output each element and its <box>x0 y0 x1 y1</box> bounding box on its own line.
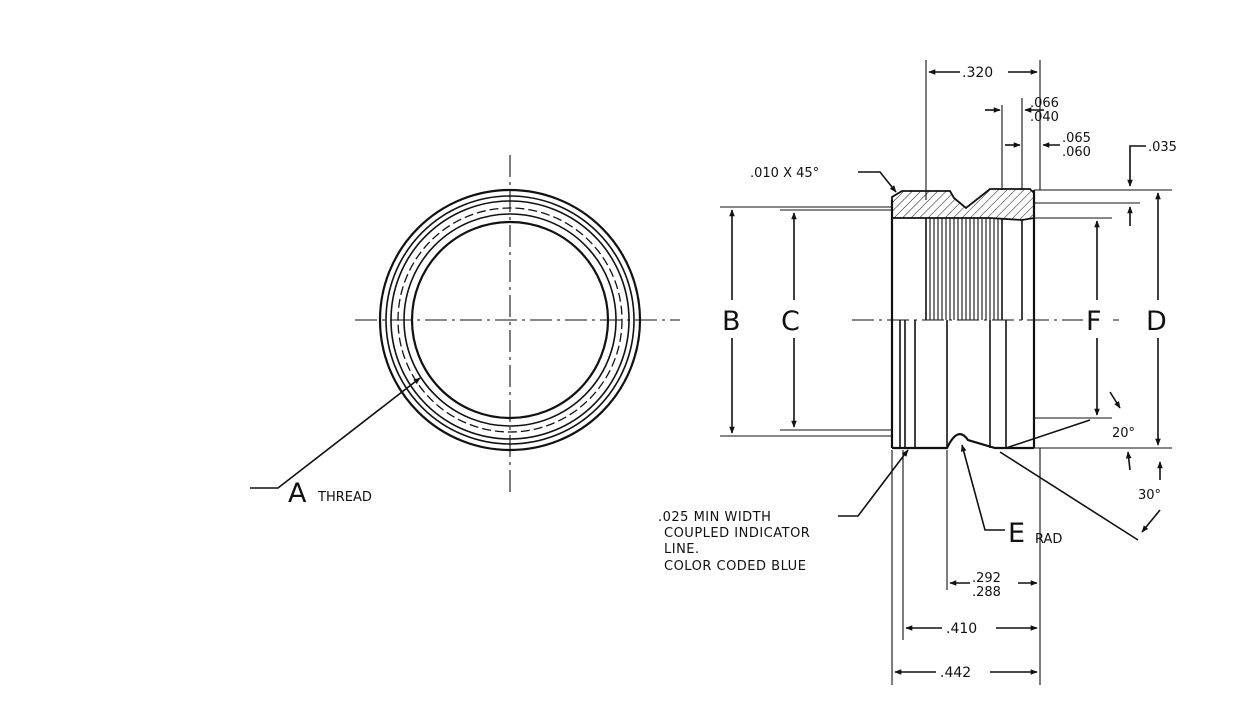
dim-040: .040 <box>1030 110 1059 125</box>
dim-leader-035 <box>1127 145 1146 187</box>
label-b: B <box>722 306 741 337</box>
chamfer-leader <box>858 171 897 193</box>
label-c: C <box>781 306 800 337</box>
angle-20-leader <box>1005 419 1091 449</box>
side-view: B C F D .320 .066 .040 .065 .060 .035 .0 <box>718 60 1177 685</box>
label-rad: RAD <box>1035 532 1062 547</box>
thread-dashed-circle <box>397 207 623 433</box>
note-line-2: COUPLED INDICATOR <box>664 526 810 541</box>
label-thread: THREAD <box>317 490 372 505</box>
angle-20: 20° <box>1112 426 1135 441</box>
outer-ring-circle <box>378 188 642 452</box>
upper-wall-hatched-section <box>891 188 1035 221</box>
note-line-1: .025 MIN WIDTH <box>658 510 771 525</box>
dim-320: .320 <box>962 65 993 81</box>
end-view: A THREAD <box>250 155 680 509</box>
e-rad-leader <box>960 444 1005 531</box>
ring-circle-5 <box>403 213 617 427</box>
note-line-4: COLOR CODED BLUE <box>664 559 806 574</box>
label-e: E <box>1008 518 1025 549</box>
dim-442: .442 <box>940 665 971 681</box>
note-leader <box>838 449 909 517</box>
lower-profile-outline <box>892 433 1034 450</box>
thread-leader-line <box>250 377 421 489</box>
label-f: F <box>1086 306 1102 337</box>
angle-30-leader <box>999 451 1139 541</box>
dim-288: .288 <box>972 585 1001 600</box>
angle-30: 30° <box>1138 488 1161 503</box>
inner-bore-circle <box>410 220 610 420</box>
thread-texture <box>929 218 999 320</box>
ring-circle-3 <box>390 200 630 440</box>
indicator-note: .025 MIN WIDTH COUPLED INDICATOR LINE. C… <box>658 510 810 574</box>
dim-chamfer: .010 X 45° <box>750 166 819 181</box>
dim-035: .035 <box>1148 140 1177 155</box>
dim-292: .292 <box>972 571 1001 586</box>
label-a: A <box>288 478 307 509</box>
note-line-3: LINE. <box>664 542 700 557</box>
label-d: D <box>1146 306 1167 337</box>
dim-410: .410 <box>946 621 977 637</box>
ring-circle-2 <box>385 195 635 445</box>
dim-065: .065 <box>1062 131 1091 146</box>
dim-060: .060 <box>1062 145 1091 160</box>
dim-066: .066 <box>1030 96 1059 111</box>
